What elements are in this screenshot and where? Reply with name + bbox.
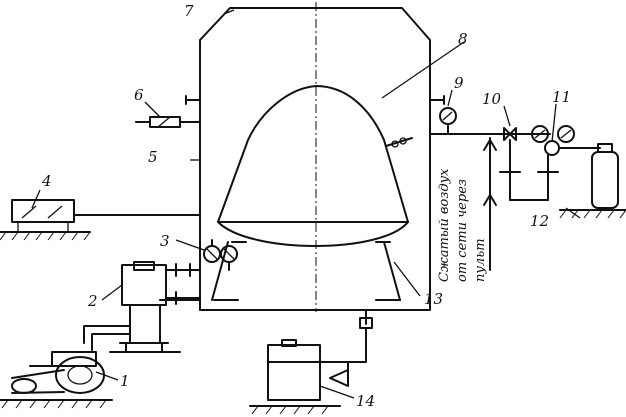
note-line-3: пульт: [473, 238, 488, 282]
forevacuum-pump-1: [0, 325, 131, 409]
drain-line: [317, 309, 373, 387]
label-3: 3: [160, 232, 170, 250]
label-6: 6: [134, 86, 144, 104]
valve-3: [203, 239, 238, 271]
label-12: 12: [530, 212, 549, 230]
instrument-4: [0, 199, 201, 241]
note-line-1: Сжатый воздух: [437, 168, 452, 282]
note-line-2: от сети через: [455, 179, 470, 282]
gas-cylinder-12: [559, 143, 626, 219]
valve-10: [499, 127, 551, 201]
air-supply-arrows: [483, 137, 497, 271]
pressure-gauge-9: [385, 107, 501, 148]
support-stand: [211, 241, 401, 301]
leader-lines: [31, 9, 581, 399]
label-4: 4: [41, 172, 52, 190]
label-2: 2: [87, 292, 98, 310]
label-7: 7: [184, 2, 194, 20]
reducer-11: [531, 125, 601, 201]
diffusion-pump-2: [109, 261, 201, 353]
label-8: 8: [458, 30, 468, 48]
lead-in-6: [135, 116, 201, 128]
label-13: 13: [424, 290, 443, 308]
label-14: 14: [356, 392, 375, 410]
label-11: 11: [552, 88, 571, 106]
vacuum-chamber: [159, 2, 445, 312]
label-10: 10: [482, 90, 502, 108]
label-5: 5: [148, 148, 158, 166]
label-9: 9: [454, 74, 464, 92]
tested-object: [217, 85, 409, 247]
pump-14: [249, 339, 341, 415]
label-1: 1: [120, 372, 130, 390]
